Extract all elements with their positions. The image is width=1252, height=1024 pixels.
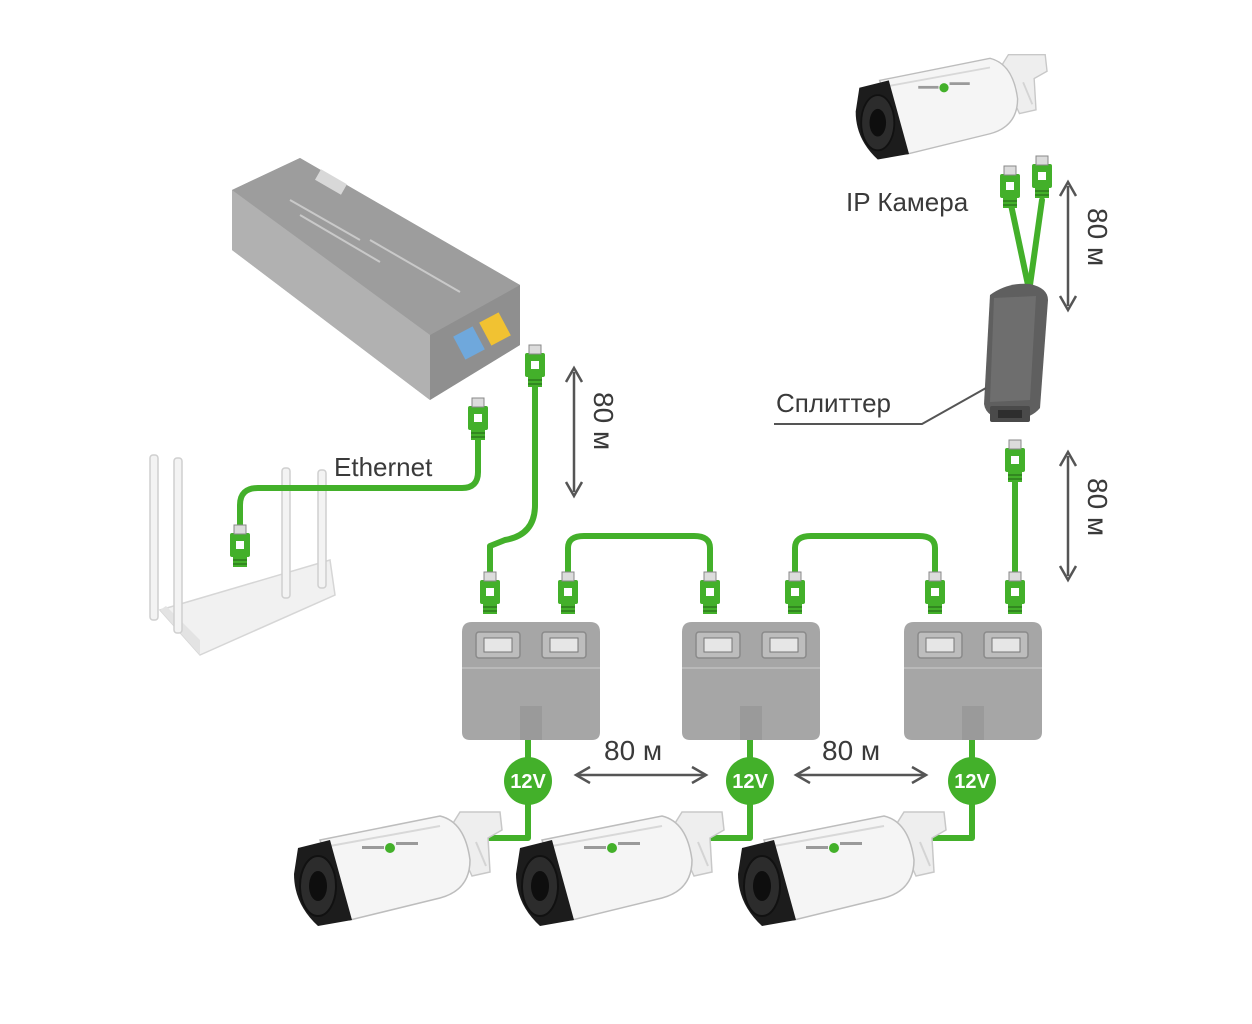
power-badge-3: 12V: [948, 757, 996, 805]
cable-extender1-extender2: [565, 533, 713, 578]
cable-router-switch: [237, 435, 481, 558]
distance-label-extenders-1: 80 м: [604, 735, 662, 766]
router-antenna-2: [173, 457, 183, 634]
ip-camera-bottom-3: [737, 811, 947, 927]
camera-icon: [293, 811, 503, 927]
splitter: [984, 283, 1048, 422]
power-badge-1: 12V: [504, 757, 552, 805]
power-badge-label: 12V: [732, 771, 768, 793]
ip-camera-bottom-2: [515, 811, 725, 927]
splitter-label: Сплиттер: [776, 388, 891, 418]
power-badge-label: 12V: [510, 771, 546, 793]
distance-arrow-camera: [1058, 179, 1078, 313]
rj45-connector: [557, 571, 579, 615]
distance-label-splitter: 80 м: [1082, 478, 1113, 536]
distance-label-extenders-2: 80 м: [822, 735, 880, 766]
poe-switch-port-blue: [453, 326, 485, 360]
poe-extender-1: [461, 621, 601, 741]
poe-extender-2: [681, 621, 821, 741]
cable-camera-splitter-a: [1007, 197, 1031, 288]
distance-label-switch: 80 м: [588, 392, 619, 450]
rj45-connector: [784, 571, 806, 615]
router-antenna-3: [281, 467, 291, 599]
cable-extender2-extender3: [792, 533, 938, 578]
rj45-connector: [1004, 439, 1026, 483]
rj45-connector: [924, 571, 946, 615]
ip-camera-label: IP Камера: [846, 187, 969, 217]
poe-switch-port-yellow: [479, 312, 511, 346]
rj45-connector: [467, 397, 489, 441]
distance-arrow-splitter: [1058, 449, 1078, 583]
distance-arrow-extenders-2: [793, 765, 929, 785]
rj45-connector: [479, 571, 501, 615]
distance-arrow-switch: [564, 365, 584, 499]
poe-switch: [232, 158, 520, 400]
ip-camera-bottom-1: [293, 811, 503, 927]
ip-camera-top: [854, 53, 1048, 161]
splitter-label-leader: [774, 387, 987, 425]
rj45-connector: [699, 571, 721, 615]
power-badge-2: 12V: [726, 757, 774, 805]
camera-icon: [515, 811, 725, 927]
distance-label-camera: 80 м: [1082, 208, 1113, 266]
camera-icon: [854, 53, 1048, 161]
poe-extender-3: [903, 621, 1043, 741]
rj45-connector: [524, 344, 546, 388]
router: [149, 454, 336, 656]
ethernet-label: Ethernet: [334, 452, 433, 482]
camera-icon: [737, 811, 947, 927]
rj45-connector: [229, 524, 251, 568]
router-antenna-1: [149, 454, 159, 621]
distance-arrow-extenders-1: [573, 765, 709, 785]
rj45-connector: [1031, 155, 1053, 199]
power-badge-label: 12V: [954, 771, 990, 793]
cable-camera-splitter-b: [1027, 197, 1045, 288]
rj45-connector: [1004, 571, 1026, 615]
router-antenna-4: [317, 469, 327, 589]
rj45-connector: [999, 165, 1021, 209]
cable-switch-extender1: [487, 382, 538, 578]
